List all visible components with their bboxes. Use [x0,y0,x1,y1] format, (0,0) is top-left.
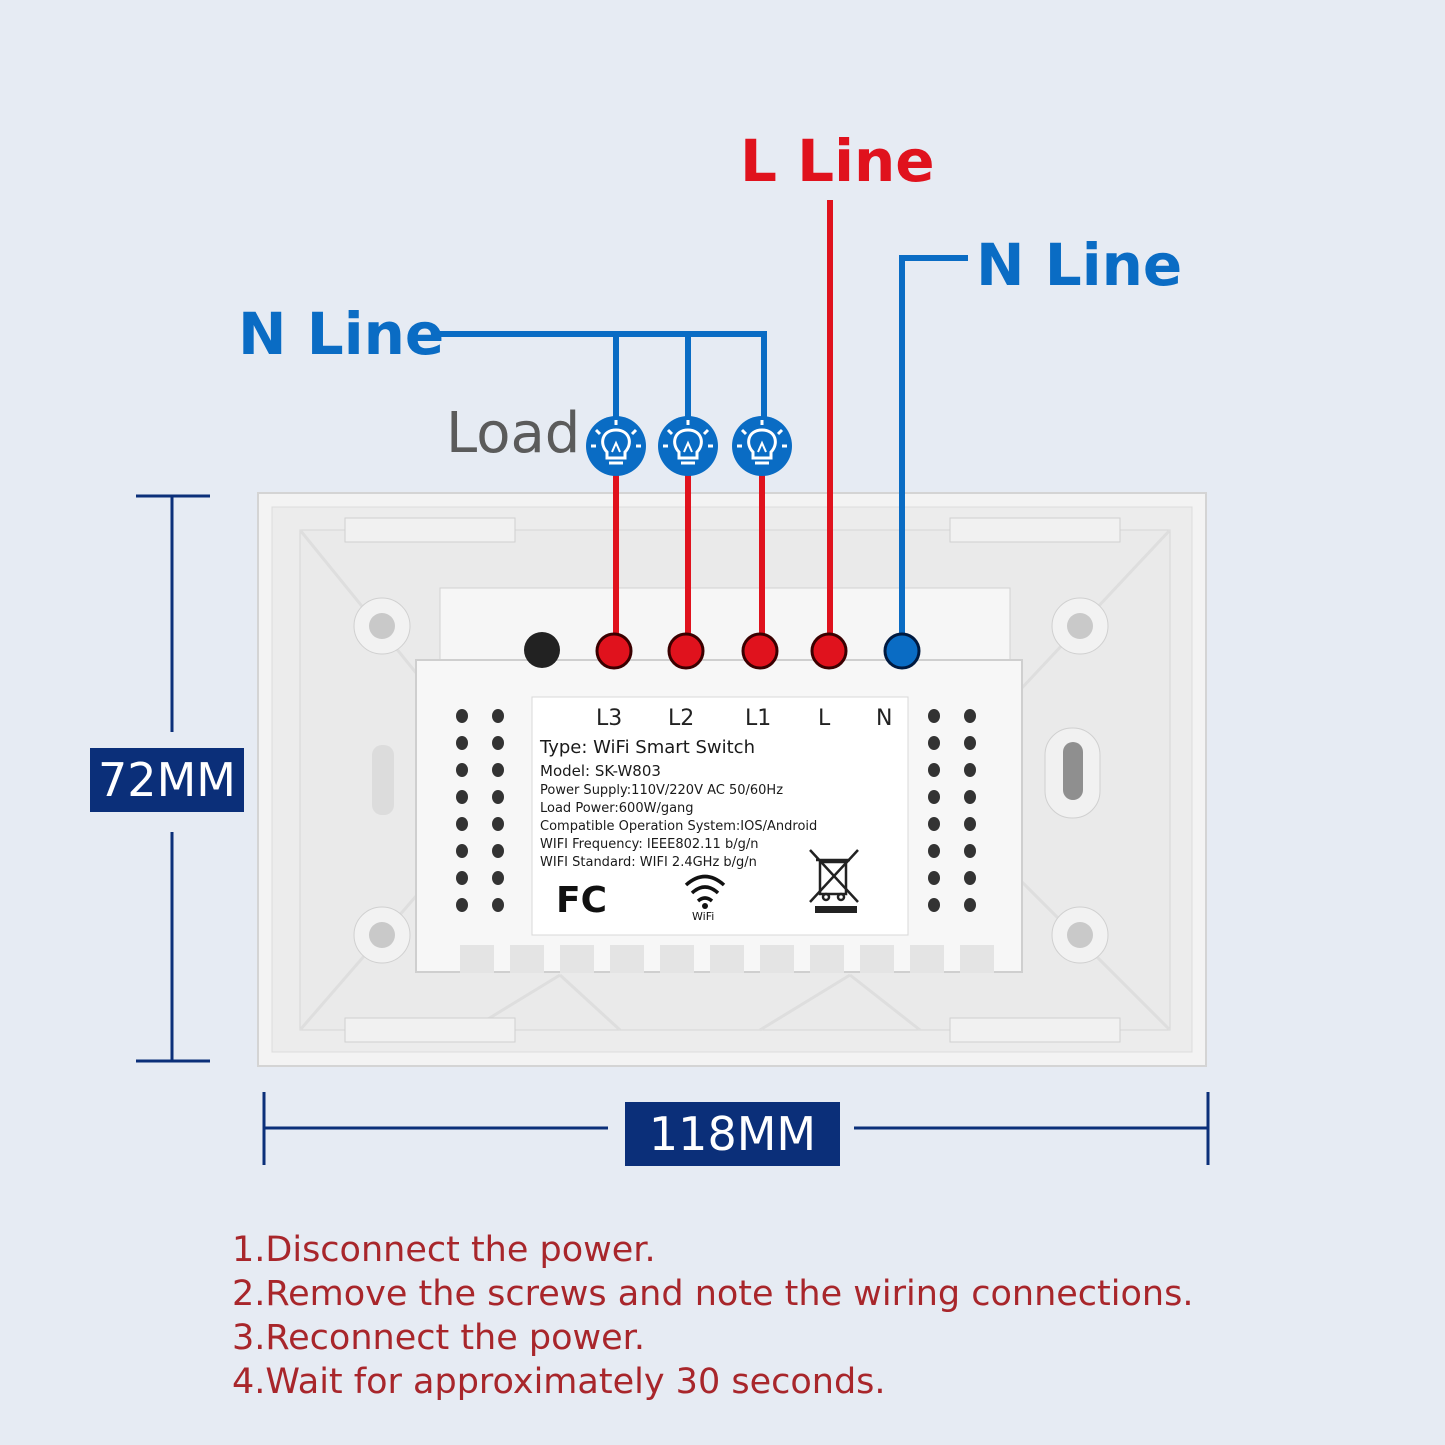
spec-line: WIFI Frequency: IEEE802.11 b/g/n [540,837,758,852]
n-line-label-right: N Line [976,231,1183,299]
terminal-label: L1 [745,706,771,731]
screw-hole-bottom-left [353,906,411,964]
width-dimension-line [262,1092,1210,1165]
bulb-icon [658,416,718,476]
terminal-l [810,632,848,670]
instruction-steps: 1.Disconnect the power. 2.Remove the scr… [232,1228,1193,1404]
terminal-l1 [741,632,779,670]
load-label: Load [446,401,581,466]
spec-line: WIFI Standard: WIFI 2.4GHz b/g/n [540,855,757,870]
step-item: 1.Disconnect the power. [232,1230,656,1270]
terminal-label: N [876,706,892,731]
wifi-text: WiFi [692,910,714,923]
neutral-load-bus [440,331,767,420]
spec-line: Type: WiFi Smart Switch [539,737,755,758]
step-item: 4.Wait for approximately 30 seconds. [232,1362,886,1402]
weee-bin-icon [809,849,859,903]
terminal-label: L3 [596,706,622,731]
fc-mark: FC [556,880,607,921]
step-item: 2.Remove the screws and note the wiring … [232,1274,1194,1314]
bulb-icon [732,416,792,476]
spec-line: Load Power:600W/gang [540,801,694,816]
height-dimension-box: 72MM [90,748,244,812]
switch-module [415,587,1023,973]
spec-line: Compatible Operation System:IOS/Android [540,819,817,834]
width-dimension-box: 118MM [625,1102,840,1166]
spec-label-sticker [531,696,909,936]
screw-hole-top-right [1051,597,1109,655]
terminal-n [883,632,921,670]
wifi-icon [684,874,726,903]
screw-hole-bottom-right [1051,906,1109,964]
neutral-wire [899,255,968,650]
spec-line: Power Supply:110V/220V AC 50/60Hz [540,783,783,798]
terminal-label: L2 [668,706,694,731]
terminal-l3 [595,632,633,670]
spec-line: Model: SK-W803 [540,762,661,780]
height-dimension-line [136,494,210,1063]
bulb-icon [586,416,646,476]
step-item: 3.Reconnect the power. [232,1318,645,1358]
terminal-label: L [818,706,831,731]
l-line-label: L Line [740,127,935,195]
screw-hole-top-left [353,597,411,655]
n-line-label-left: N Line [238,300,445,368]
terminal-l2 [667,632,705,670]
